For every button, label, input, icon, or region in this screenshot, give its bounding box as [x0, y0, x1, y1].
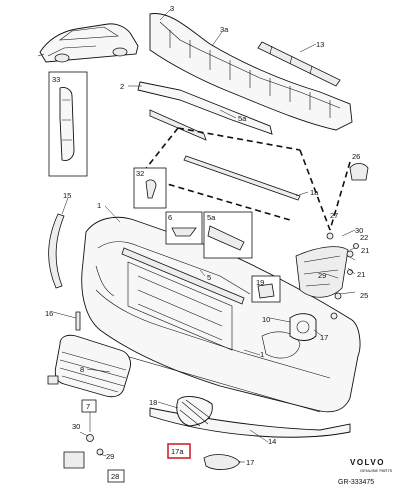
callout-14: 14 — [268, 437, 276, 446]
part-15-side-strip — [48, 213, 65, 289]
callout-29-lower: 29 — [106, 452, 114, 461]
callout-10: 10 — [262, 315, 270, 324]
callout-7: 7 — [86, 402, 90, 411]
callout-1a: 1a — [310, 188, 319, 197]
callout-28: 28 — [111, 472, 119, 481]
part-2-bar — [137, 81, 301, 201]
callout-25: 25 — [360, 291, 368, 300]
callout-33: 33 — [52, 75, 60, 84]
part-5-strip — [121, 247, 245, 305]
fasteners — [47, 163, 369, 469]
callout-8: 8 — [80, 365, 84, 374]
reference-number: GR-333475 — [338, 479, 374, 486]
callouts: 3 3a 13 2 33 5a 1a 26 32 6 5a 1 15 5 27 … — [45, 4, 369, 467]
callout-30: 30 — [355, 226, 363, 235]
callout-19: 19 — [256, 278, 264, 287]
boxed-callouts: 7 28 17a — [81, 399, 191, 483]
part-13-strip — [257, 41, 341, 87]
part-10-fog-lamp — [289, 313, 317, 341]
part-17-cover — [203, 454, 241, 470]
callout-29: 29 — [318, 271, 326, 280]
detail-boxes — [133, 167, 253, 259]
callout-30-lower: 30 — [72, 422, 80, 431]
part-33-bracket — [48, 71, 88, 177]
dashed-lines — [139, 127, 351, 231]
callout-13: 13 — [316, 40, 324, 49]
car-thumbnail — [37, 23, 139, 63]
callout-15: 15 — [63, 191, 71, 200]
callout-1-lower: 1 — [260, 350, 264, 359]
callout-1: 1 — [97, 201, 101, 210]
leader-lines — [52, 8, 356, 463]
callout-27: 27 — [330, 211, 338, 220]
brand-logo: VOLVO — [350, 458, 385, 467]
callout-16: 16 — [45, 309, 53, 318]
callout-17a-highlight — [167, 443, 191, 459]
part-7-grille — [54, 334, 131, 398]
callout-17a: 17a — [171, 447, 184, 456]
callout-5: 5 — [207, 273, 211, 282]
callout-17: 17 — [246, 458, 254, 467]
callout-3a: 3a — [220, 25, 229, 34]
callout-17-right: 17 — [320, 333, 328, 342]
callout-6: 6 — [168, 213, 172, 222]
callout-2: 2 — [120, 82, 124, 91]
callout-5a: 5a — [207, 213, 216, 222]
part-18-insert — [176, 396, 213, 427]
callout-21b: 21 — [357, 270, 365, 279]
brand-block: VOLVO GENUINE PARTS GR-333475 — [338, 458, 393, 486]
callout-5a-top: 5a — [238, 114, 247, 123]
callout-21a: 21 — [361, 246, 369, 255]
callout-32: 32 — [136, 169, 144, 178]
brand-tagline: GENUINE PARTS — [360, 468, 393, 473]
callout-26: 26 — [352, 152, 360, 161]
callout-18: 18 — [149, 398, 157, 407]
part-3-absorber — [149, 13, 353, 131]
callout-3: 3 — [170, 4, 174, 13]
callout-22: 22 — [360, 233, 368, 242]
part-19-bracket — [251, 246, 349, 303]
